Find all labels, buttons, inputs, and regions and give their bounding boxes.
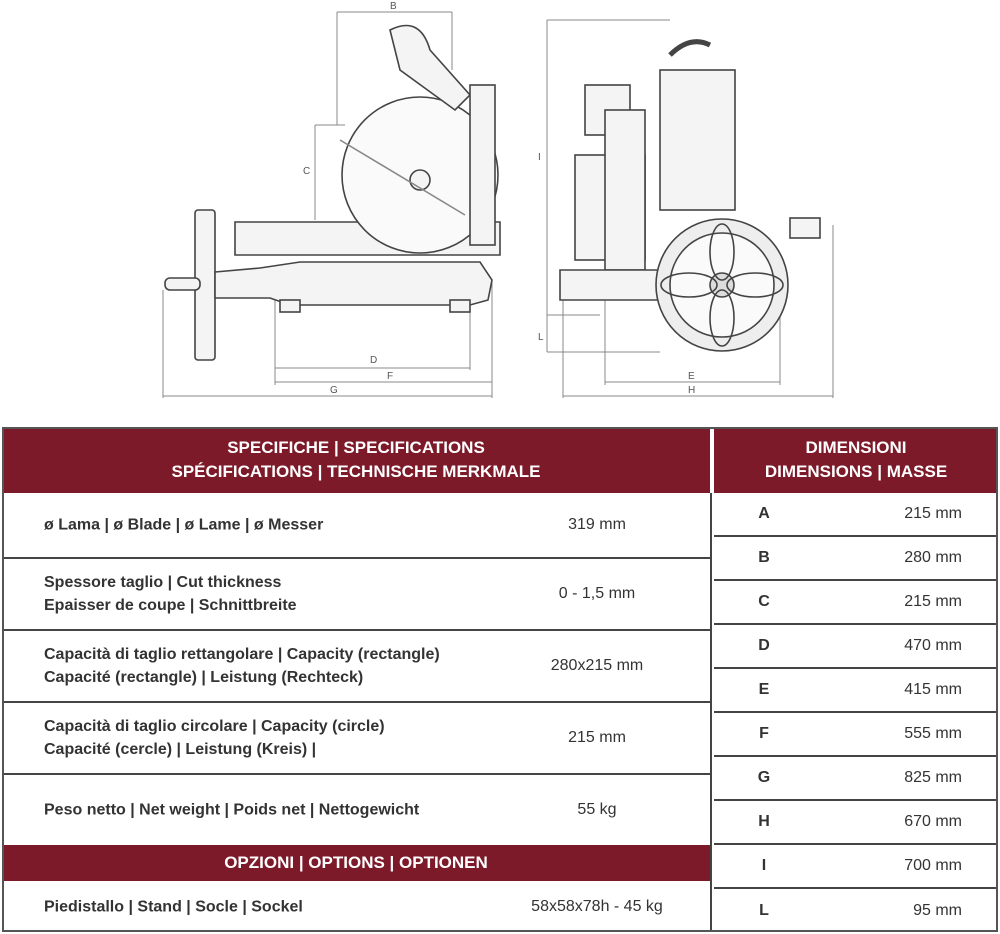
- slicer-side-view: [164, 24, 501, 361]
- spec-label-line: Capacité (cercle) | Leistung (Kreis) |: [44, 741, 317, 758]
- spec-label: Peso netto | Net weight | Poids net | Ne…: [44, 799, 419, 822]
- dim-row-i: I 700 mm: [714, 845, 998, 889]
- dim-letter-h: H: [688, 385, 695, 396]
- dim-key: B: [758, 549, 770, 566]
- spec-row-cut-thickness: Spessore taglio | Cut thickness Epaisser…: [2, 559, 710, 631]
- dim-key: G: [757, 769, 771, 786]
- dim-letter-d: D: [370, 355, 377, 366]
- dimensions-header-line2: DIMENSIONS | MASSE: [764, 462, 948, 481]
- dim-value: 555 mm: [904, 725, 962, 742]
- dim-row-l: L 95 mm: [714, 889, 998, 932]
- spec-row-capacity-circle: Capacità di taglio circolare | Capacity …: [2, 703, 710, 775]
- dim-key: D: [758, 637, 770, 654]
- dim-value: 215 mm: [904, 593, 962, 610]
- dim-value: 670 mm: [904, 813, 962, 830]
- dim-value: 470 mm: [904, 637, 962, 654]
- spec-value: 215 mm: [568, 729, 626, 746]
- dim-row-f: F 555 mm: [714, 713, 998, 757]
- dimensions-header: DIMENSIONI DIMENSIONS | MASSE: [714, 427, 998, 493]
- dim-row-e: E 415 mm: [714, 669, 998, 713]
- options-header: OPZIONI | OPTIONS | OPTIONEN: [2, 845, 710, 881]
- dim-letter-l: L: [538, 332, 544, 343]
- spec-label-line: ø Lama | ø Blade | ø Lame | ø Messer: [44, 516, 324, 534]
- specifications-header-line1: SPECIFICHE | SPECIFICATIONS: [227, 438, 485, 457]
- spec-table: SPECIFICHE | SPECIFICATIONS SPÉCIFICATIO…: [2, 427, 998, 932]
- option-label: Piedistallo | Stand | Socle | Sockel: [44, 898, 303, 915]
- spec-label-line: Epaisser de coupe | Schnittbreite: [44, 597, 297, 614]
- spec-value: 0 - 1,5 mm: [558, 585, 636, 602]
- dimensions-header-line1: DIMENSIONI: [805, 438, 907, 457]
- dim-row-c: C 215 mm: [714, 581, 998, 625]
- spec-value: 319 mm: [568, 516, 626, 533]
- dim-letter-g: G: [330, 385, 338, 396]
- dim-letter-f: F: [387, 371, 393, 382]
- spec-row-capacity-rectangle: Capacità di taglio rettangolare | Capaci…: [2, 631, 710, 703]
- dim-key: E: [758, 681, 770, 698]
- dim-value: 280 mm: [904, 549, 962, 566]
- spec-label-line: Capacità di taglio circolare | Capacity …: [44, 718, 385, 735]
- dim-value: 700 mm: [904, 857, 962, 874]
- spec-label-line: Capacità di taglio rettangolare | Capaci…: [44, 646, 440, 663]
- spec-row-net-weight: Peso netto | Net weight | Poids net | Ne…: [2, 775, 710, 845]
- dim-letter-c: C: [303, 166, 310, 177]
- spec-label: ø Lama | ø Blade | ø Lame | ø Messer: [44, 514, 323, 537]
- dim-letter-b: B: [390, 1, 397, 12]
- spec-label: Spessore taglio | Cut thickness Epaisser…: [44, 571, 297, 617]
- spec-row-blade: ø Lama | ø Blade | ø Lame | ø Messer 319…: [2, 493, 710, 559]
- dim-row-h: H 670 mm: [714, 801, 998, 845]
- spec-label-line: Capacité (rectangle) | Leistung (Rechtec…: [44, 669, 364, 686]
- dim-key: I: [761, 857, 767, 874]
- dim-value: 95 mm: [913, 901, 962, 919]
- dim-key: F: [759, 725, 769, 742]
- option-value: 58x58x78h - 45 kg: [531, 897, 663, 915]
- technical-drawing: B C D F G I L E H: [162, 1, 834, 398]
- dim-key: L: [759, 901, 769, 919]
- specifications-header-line2: SPÉCIFICATIONS | TECHNISCHE MERKMALE: [171, 462, 541, 481]
- dim-key: C: [758, 593, 770, 610]
- spec-value: 280x215 mm: [550, 657, 644, 674]
- dim-key: H: [758, 813, 770, 830]
- dim-row-d: D 470 mm: [714, 625, 998, 669]
- spec-value: 55 kg: [577, 801, 617, 818]
- slicer-front-view: [559, 39, 821, 352]
- column-divider: [710, 493, 714, 932]
- spec-label: Capacità di taglio rettangolare | Capaci…: [44, 643, 440, 689]
- specifications-header: SPECIFICHE | SPECIFICATIONS SPÉCIFICATIO…: [2, 427, 710, 493]
- option-row-stand: Piedistallo | Stand | Socle | Sockel 58x…: [2, 881, 710, 932]
- dim-letter-i: I: [538, 152, 541, 163]
- dim-row-b: B 280 mm: [714, 537, 998, 581]
- spec-label-line: Spessore taglio | Cut thickness: [44, 574, 282, 591]
- spec-label-line: Peso netto | Net weight | Poids net | Ne…: [44, 801, 420, 819]
- dim-key: A: [758, 505, 770, 522]
- dim-row-a: A 215 mm: [714, 493, 998, 537]
- dim-value: 825 mm: [904, 769, 962, 786]
- dim-letter-e: E: [688, 371, 695, 382]
- dim-value: 215 mm: [904, 505, 962, 522]
- spec-label: Capacità di taglio circolare | Capacity …: [44, 715, 385, 761]
- dim-value: 415 mm: [904, 681, 962, 698]
- dim-row-g: G 825 mm: [714, 757, 998, 801]
